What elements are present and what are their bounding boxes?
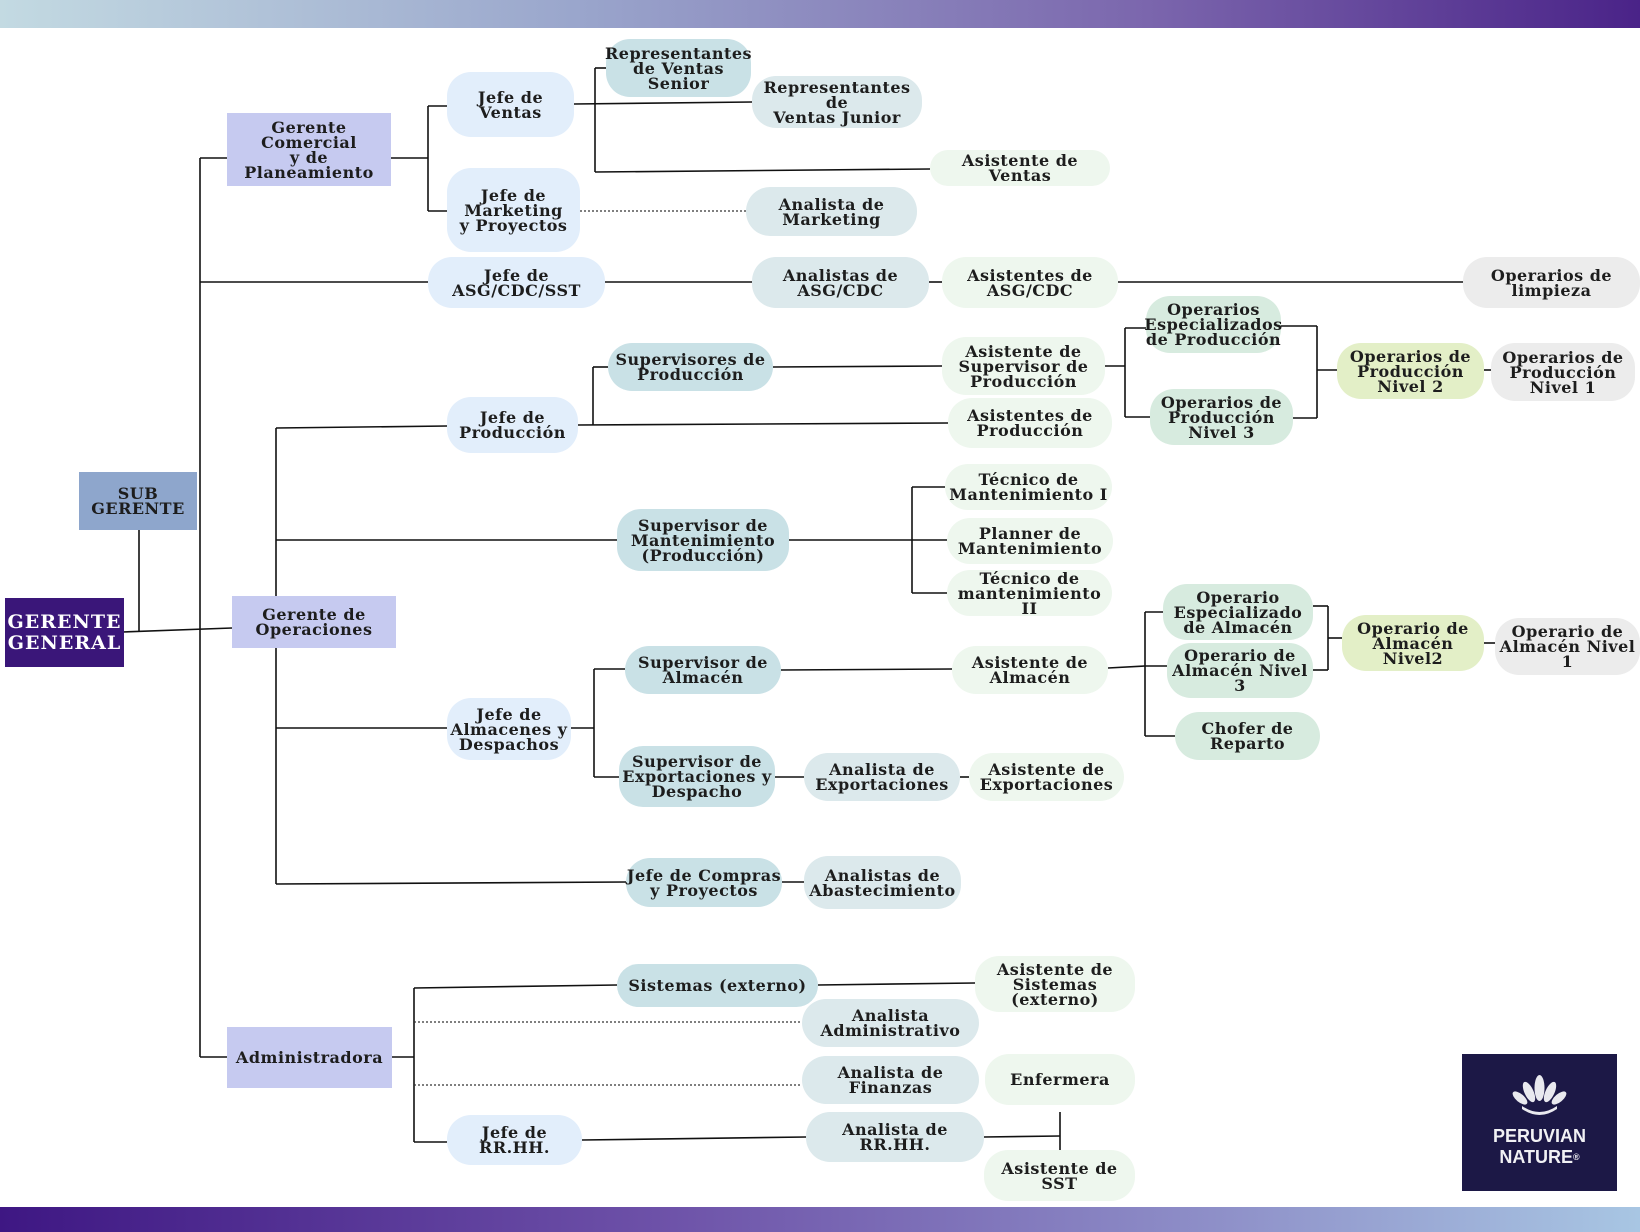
node-planner-mantenimiento[interactable]: Planner de Mantenimiento [947,518,1113,564]
node-operario-almacen-nivel-1[interactable]: Operario de Almacén Nivel 1 [1495,618,1640,675]
node-asistente-sistemas[interactable]: Asistente de Sistemas (externo) [975,956,1135,1012]
node-jefe-marketing[interactable]: Jefe de Marketing y Proyectos [447,168,580,252]
node-sistemas-externo[interactable]: Sistemas (externo) [617,964,818,1007]
node-jefe-asg[interactable]: Jefe de ASG/CDC/SST [428,257,605,308]
node-supervisor-almacen[interactable]: Supervisor de Almacén [625,646,781,694]
registered-mark: ® [1573,1152,1580,1162]
node-asistente-almacen[interactable]: Asistente de Almacén [952,646,1108,694]
node-analistas-asg[interactable]: Analistas de ASG/CDC [752,257,929,308]
node-operarios-produccion-nivel-1[interactable]: Operarios de Producción Nivel 1 [1491,343,1635,401]
node-analista-rrhh[interactable]: Analista de RR.HH. [806,1112,984,1162]
node-operarios-produccion-nivel-3[interactable]: Operarios de Producción Nivel 3 [1150,389,1293,445]
node-tecnico-mantenimiento-2[interactable]: Técnico de mantenimiento II [947,570,1112,616]
node-gerente-operaciones[interactable]: Gerente de Operaciones [232,596,396,648]
node-analista-exportaciones[interactable]: Analista de Exportaciones [804,753,960,801]
top-gradient-bar [0,0,1640,28]
node-sub-gerente[interactable]: SUB GERENTE [79,472,197,530]
node-asistentes-asg[interactable]: Asistentes de ASG/CDC [942,257,1118,308]
node-enfermera[interactable]: Enfermera [985,1054,1135,1105]
node-rep-ventas-senior[interactable]: Representantes de Ventas Senior [605,39,752,97]
node-rep-ventas-junior[interactable]: Representantes de Ventas Junior [752,76,922,128]
node-jefe-produccion[interactable]: Jefe de Producción [447,397,578,453]
node-jefe-rrhh[interactable]: Jefe de RR.HH. [447,1115,582,1165]
node-administradora[interactable]: Administradora [227,1027,392,1088]
node-supervisor-exportaciones[interactable]: Supervisor de Exportaciones y Despacho [619,746,775,807]
node-supervisores-produccion[interactable]: Supervisores de Producción [608,343,773,391]
node-tecnico-mantenimiento-1[interactable]: Técnico de Mantenimiento I [945,464,1112,510]
node-supervisor-mantenimiento[interactable]: Supervisor de Mantenimiento (Producción) [617,509,789,571]
node-asistente-ventas[interactable]: Asistente de Ventas [930,150,1110,186]
node-jefe-compras[interactable]: Jefe de Compras y Proyectos [626,858,782,907]
node-operario-almacen-nivel-2[interactable]: Operario de Almacén Nivel2 [1342,615,1484,671]
bottom-gradient-bar [0,1207,1640,1232]
node-jefe-ventas[interactable]: Jefe de Ventas [447,72,574,137]
node-jefe-almacenes[interactable]: Jefe de Almacenes y Despachos [447,698,571,760]
node-analistas-abastecimiento[interactable]: Analistas de Abastecimiento [804,856,961,909]
node-operarios-especializados-produccion[interactable]: Operarios Especializados de Producción [1144,296,1282,353]
node-operario-especializado-almacen[interactable]: Operario Especializado de Almacén [1163,584,1313,640]
node-analista-administrativo[interactable]: Analista Administrativo [802,999,979,1047]
peruvian-nature-logo: PERUVIAN NATURE® [1462,1054,1617,1191]
node-operario-almacen-nivel-3[interactable]: Operario de Almacén Nivel 3 [1167,643,1313,698]
node-gerente-general[interactable]: GERENTE GENERAL [5,598,124,667]
node-asistente-sst[interactable]: Asistente de SST [984,1150,1135,1201]
logo-wordmark: PERUVIAN NATURE® [1492,1126,1586,1167]
node-asistente-exportaciones[interactable]: Asistente de Exportaciones [969,753,1124,801]
node-gerente-comercial[interactable]: Gerente Comercial y de Planeamiento [227,113,391,186]
node-chofer-reparto[interactable]: Chofer de Reparto [1175,712,1320,760]
node-operarios-limpieza[interactable]: Operarios de limpieza [1463,257,1640,308]
node-operarios-produccion-nivel-2[interactable]: Operarios de Producción Nivel 2 [1337,343,1484,399]
node-analista-marketing[interactable]: Analista de Marketing [746,187,917,236]
node-asistentes-produccion[interactable]: Asistentes de Producción [948,398,1112,448]
node-analista-finanzas[interactable]: Analista de Finanzas [802,1056,979,1104]
node-asistente-supervisor-produccion[interactable]: Asistente de Supervisor de Producción [942,337,1105,395]
leaf-crown-icon [1512,1075,1567,1115]
